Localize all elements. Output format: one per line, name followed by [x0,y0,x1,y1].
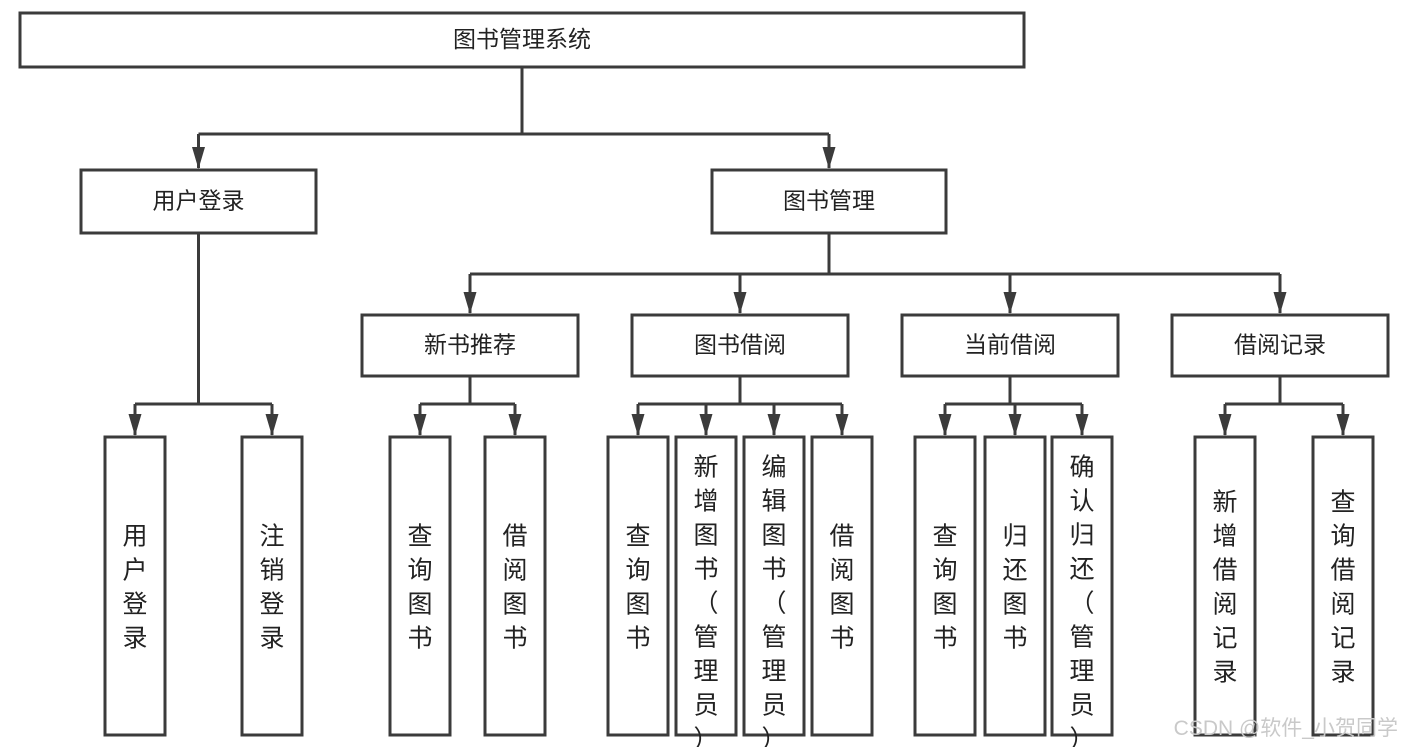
arrow-to-leaf-query-book-rec [413,414,427,436]
node-leaf-confirm-return-box[interactable] [1050,435,1114,737]
arrow-to-leaf-confirm-return [1075,414,1089,436]
node-new-book-rec-box[interactable] [360,313,580,378]
arrow-to-leaf-user-login [128,414,142,436]
node-leaf-user-logout[interactable]: 注销登录 [240,435,304,737]
arrow-to-leaf-edit-book [767,414,781,436]
arrow-to-current-borrow [1003,292,1017,314]
node-leaf-add-book-box[interactable] [674,435,738,737]
arrow-to-leaf-add-record [1218,414,1232,436]
node-book-admin-box[interactable] [710,168,948,235]
node-new-book-rec[interactable]: 新书推荐 [360,313,580,378]
node-leaf-query-book-rec-label: 查询图书 [407,523,432,653]
node-leaf-user-logout-box[interactable] [240,435,304,737]
node-leaf-query-record-label: 查询借阅记录 [1330,489,1355,687]
node-leaf-add-book-label: 新增图书（管理员） [693,453,718,747]
node-leaf-user-login[interactable]: 用户登录 [103,435,167,737]
node-current-borrow-label: 当前借阅 [964,332,1056,358]
node-new-book-rec-label: 新书推荐 [424,332,516,358]
node-borrow-record[interactable]: 借阅记录 [1170,313,1390,378]
connectors-layer [128,67,1350,436]
node-leaf-add-record-label: 新增借阅记录 [1212,489,1237,687]
arrow-to-borrow-record [1273,292,1287,314]
node-leaf-return-book-box[interactable] [983,435,1047,737]
nodes-layer: 图书管理系统用户登录图书管理新书推荐图书借阅当前借阅借阅记录用户登录注销登录查询… [18,11,1390,747]
node-leaf-edit-book[interactable]: 编辑图书（管理员） [742,435,806,747]
node-leaf-query-book-borrow-label: 查询图书 [625,523,650,653]
node-leaf-user-login-box[interactable] [103,435,167,737]
node-book-borrow-label: 图书借阅 [694,332,786,358]
arrow-to-new-book-rec [463,292,477,314]
node-user-login[interactable]: 用户登录 [79,168,318,235]
node-leaf-user-login-label: 用户登录 [122,523,147,653]
node-leaf-confirm-return[interactable]: 确认归还（管理员） [1050,435,1114,747]
node-user-login-label: 用户登录 [153,188,245,214]
node-leaf-confirm-return-label: 确认归还（管理员） [1069,453,1094,747]
arrow-to-leaf-return-book [1008,414,1022,436]
node-user-login-box[interactable] [79,168,318,235]
node-leaf-query-book-rec[interactable]: 查询图书 [388,435,452,737]
arrow-to-leaf-borrow-book [835,414,849,436]
arrow-to-leaf-add-book [699,414,713,436]
node-book-borrow-box[interactable] [630,313,850,378]
node-leaf-borrow-book[interactable]: 借阅图书 [810,435,874,737]
node-leaf-query-book-borrow[interactable]: 查询图书 [606,435,670,737]
node-leaf-add-book[interactable]: 新增图书（管理员） [674,435,738,747]
arrow-to-leaf-query-record [1336,414,1350,436]
node-root-system-label: 图书管理系统 [453,26,591,52]
node-leaf-query-book-cur-box[interactable] [913,435,977,737]
arrow-to-leaf-query-book-borrow [631,414,645,436]
node-book-admin[interactable]: 图书管理 [710,168,948,235]
node-current-borrow[interactable]: 当前借阅 [900,313,1120,378]
node-leaf-borrow-book-rec-box[interactable] [483,435,547,737]
node-leaf-query-book-borrow-box[interactable] [606,435,670,737]
watermark-label: CSDN @软件_小贺同学 [1174,717,1398,740]
arrow-to-book-admin [822,147,836,169]
node-leaf-query-record[interactable]: 查询借阅记录 [1311,435,1375,737]
arrow-to-user-login [192,147,205,169]
node-leaf-return-book-label: 归还图书 [1002,523,1027,653]
node-leaf-query-book-cur-label: 查询图书 [932,523,957,653]
node-leaf-borrow-book-box[interactable] [810,435,874,737]
node-leaf-user-logout-label: 注销登录 [259,523,284,653]
node-leaf-borrow-book-label: 借阅图书 [829,523,854,653]
node-leaf-add-record-box[interactable] [1193,435,1257,737]
node-leaf-add-record[interactable]: 新增借阅记录 [1193,435,1257,737]
node-leaf-edit-book-label: 编辑图书（管理员） [761,453,786,747]
node-leaf-return-book[interactable]: 归还图书 [983,435,1047,737]
arrow-to-leaf-user-logout [265,414,279,436]
node-root-system-box[interactable] [18,11,1026,69]
node-book-borrow[interactable]: 图书借阅 [630,313,850,378]
node-leaf-query-book-cur[interactable]: 查询图书 [913,435,977,737]
arrow-to-leaf-borrow-book-rec [508,414,522,436]
node-current-borrow-box[interactable] [900,313,1120,378]
node-book-admin-label: 图书管理 [783,188,875,214]
arrow-to-book-borrow [733,292,747,314]
node-borrow-record-box[interactable] [1170,313,1390,378]
node-leaf-edit-book-box[interactable] [742,435,806,737]
node-borrow-record-label: 借阅记录 [1234,332,1326,358]
arrow-to-leaf-query-book-cur [938,414,952,436]
node-leaf-query-book-rec-box[interactable] [388,435,452,737]
node-leaf-query-record-box[interactable] [1311,435,1375,737]
node-leaf-borrow-book-rec[interactable]: 借阅图书 [483,435,547,737]
node-leaf-borrow-book-rec-label: 借阅图书 [502,523,527,653]
node-root-system[interactable]: 图书管理系统 [18,11,1026,69]
